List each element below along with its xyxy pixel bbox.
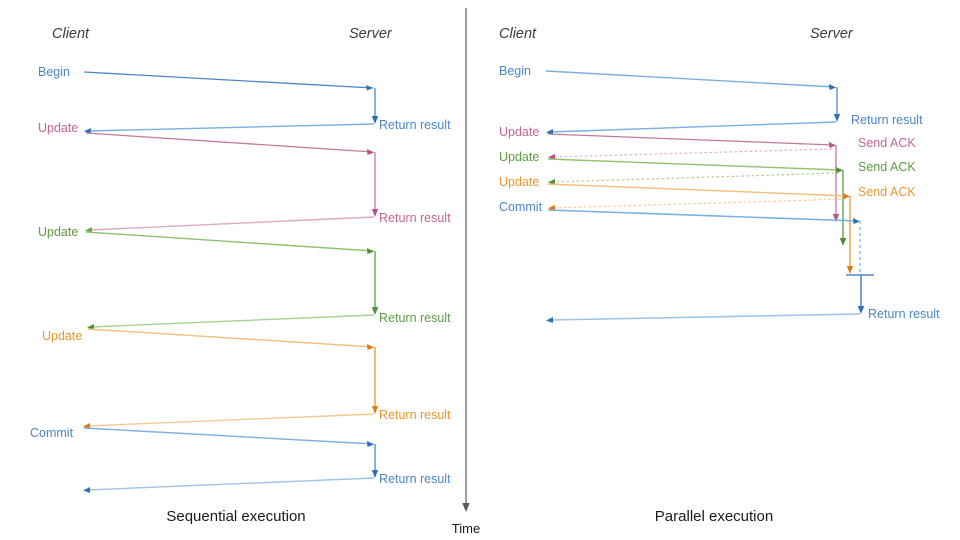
message-commit-sequential: Commit (30, 426, 379, 478)
p-update1-label: Update (499, 125, 539, 139)
return3-response-line (90, 314, 375, 328)
message-return-result-4-sequential: Return result (83, 408, 451, 429)
return4-label: Return result (379, 408, 451, 422)
p-begin-label: Begin (499, 64, 531, 78)
message-commit-parallel: Commit (499, 200, 874, 314)
time-axis-label: Time (452, 521, 480, 536)
p-commit-label: Commit (499, 200, 543, 214)
update1-activation-arrowhead (371, 209, 379, 217)
p-ack3-dashed-line (551, 198, 847, 209)
p-ack2-arrowhead (548, 179, 555, 185)
p-update3-lane-arrowhead (846, 266, 854, 274)
p-ack1-dashed-line (551, 148, 833, 158)
p-update1-lane-arrowhead (832, 214, 840, 222)
p-update3-request-line (547, 183, 849, 197)
message-update-1-sequential: Update (38, 121, 379, 217)
begin-request-line (83, 71, 374, 89)
update2-activation-arrowhead (371, 307, 379, 315)
p-send-ack-2-label: Send ACK (858, 160, 916, 174)
p-update1-request-line (547, 133, 835, 146)
message-return-result-parallel-1: Return result (546, 113, 923, 135)
panel-sequential: Client Server Begin Return result (30, 26, 451, 525)
update2-request-line (85, 231, 374, 252)
return5-arrowhead (83, 487, 90, 493)
message-return-result-parallel-final: Return result (546, 307, 940, 323)
p-update2-arrowhead (836, 167, 843, 173)
message-begin-sequential: Begin (38, 65, 379, 124)
p-return-final-arrowhead (546, 317, 553, 323)
p-return1-response-line (549, 121, 837, 133)
update1-arrowhead (367, 149, 374, 155)
begin-label: Begin (38, 65, 70, 79)
time-axis: Time (452, 8, 480, 536)
return2-response-line (88, 216, 375, 231)
return5-response-line (86, 477, 375, 491)
p-update2-label: Update (499, 150, 539, 164)
p-send-ack-3-label: Send ACK (858, 185, 916, 199)
caption-parallel: Parallel execution (655, 508, 773, 525)
return3-label: Return result (379, 311, 451, 325)
update3-request-line (87, 328, 374, 348)
p-return-final-response-line (549, 313, 861, 321)
commit-arrowhead (367, 441, 374, 447)
commit-label: Commit (30, 426, 74, 440)
message-update-2-sequential: Update (38, 225, 379, 315)
return1-arrowhead (84, 128, 91, 134)
return3-arrowhead (87, 324, 94, 330)
p-begin-arrowhead (829, 84, 836, 90)
update3-activation-arrowhead (371, 406, 379, 414)
server-actor-label-parallel: Server (810, 26, 854, 42)
message-return-result-1-sequential: Return result (84, 118, 451, 134)
message-return-result-2-sequential: Return result (85, 211, 451, 233)
update2-arrowhead (367, 248, 374, 254)
update2-label: Update (38, 225, 78, 239)
update1-label: Update (38, 121, 78, 135)
caption-sequential: Sequential execution (166, 508, 305, 525)
client-actor-label-parallel: Client (499, 26, 537, 42)
p-commit-activation-arrowhead (857, 306, 865, 314)
message-update-3-sequential: Update (42, 328, 379, 414)
return4-response-line (86, 413, 375, 427)
return1-response-line (86, 123, 375, 132)
client-actor-label-sequential: Client (52, 26, 90, 42)
commit-request-line (83, 427, 374, 445)
return5-label: Return result (379, 472, 451, 486)
update3-label: Update (42, 329, 82, 343)
begin-activation-arrowhead (371, 116, 379, 124)
update3-arrowhead (367, 344, 374, 350)
p-begin-request-line (545, 70, 835, 88)
p-commit-arrowhead (853, 218, 860, 224)
return1-label: Return result (379, 118, 451, 132)
p-return1-label: Return result (851, 113, 923, 127)
update1-request-line (85, 132, 374, 153)
return2-label: Return result (379, 211, 451, 225)
p-commit-request-line (547, 209, 859, 222)
return2-arrowhead (85, 227, 92, 233)
return4-arrowhead (83, 423, 90, 429)
message-update-1-parallel: Update Send ACK (499, 125, 916, 222)
message-update-2-parallel: Update Send ACK (499, 150, 916, 246)
p-update1-arrowhead (829, 142, 836, 148)
p-update3-arrowhead (843, 193, 850, 199)
p-begin-activation-arrowhead (833, 114, 841, 122)
message-return-result-3-sequential: Return result (87, 311, 451, 330)
p-update3-label: Update (499, 175, 539, 189)
begin-arrowhead (366, 85, 373, 91)
commit-activation-arrowhead (371, 470, 379, 478)
message-return-result-5-sequential: Return result (83, 472, 451, 493)
server-actor-label-sequential: Server (349, 26, 393, 42)
message-update-3-parallel: Update Send ACK (499, 175, 916, 274)
panel-parallel: Client Server Begin Return result (499, 26, 940, 525)
p-update2-lane-arrowhead (839, 238, 847, 246)
p-ack2-dashed-line (551, 172, 840, 183)
p-return-final-label: Return result (868, 307, 940, 321)
p-send-ack-1-label: Send ACK (858, 136, 916, 150)
time-axis-arrowhead (462, 503, 470, 512)
message-begin-parallel: Begin (499, 64, 841, 122)
p-update2-request-line (547, 158, 842, 171)
